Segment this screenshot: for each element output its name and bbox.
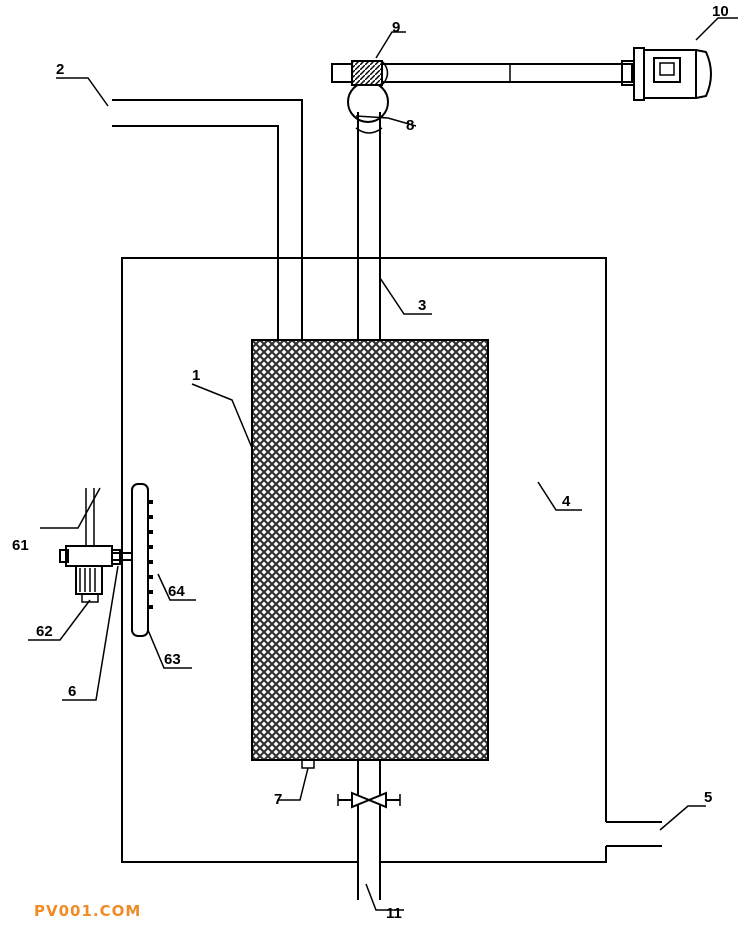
label-outer-vessel: 4 xyxy=(562,493,571,510)
label-spray-plate: 63 xyxy=(164,651,181,668)
central-pipe xyxy=(355,112,383,340)
inlet-pipe xyxy=(112,99,303,340)
spray-nozzle xyxy=(148,560,153,564)
label-bottom-pipe: 11 xyxy=(386,905,402,922)
spray-nozzle xyxy=(148,545,153,549)
label-coupling: 9 xyxy=(392,19,400,36)
spray-nozzle xyxy=(148,605,153,609)
label-cleaning-assembly: 6 xyxy=(68,683,76,700)
motor-icon xyxy=(633,47,712,101)
outer-vessel xyxy=(121,257,607,863)
label-outlet-pipe: 3 xyxy=(418,297,426,314)
label-spray-nozzles: 64 xyxy=(168,583,185,600)
label-rotary-joint: 8 xyxy=(406,117,414,134)
spray-nozzle xyxy=(148,515,153,519)
leader-lines xyxy=(28,17,738,911)
coupling xyxy=(351,60,383,86)
label-drive-motor: 10 xyxy=(712,3,729,20)
label-side-outlet: 5 xyxy=(704,789,712,806)
label-tank-body: 1 xyxy=(192,367,200,384)
side-outlet-pipe xyxy=(606,821,662,847)
spray-nozzle xyxy=(148,575,153,579)
tank-body xyxy=(251,339,489,761)
spray-nozzle xyxy=(148,530,153,534)
label-cleaning-motor-lead: 61 xyxy=(12,537,29,554)
cleaning-assembly xyxy=(59,483,153,637)
label-cleaning-motor: 62 xyxy=(36,623,53,640)
bottom-drain xyxy=(301,759,315,769)
bottom-pipe xyxy=(357,760,381,900)
watermark: PV001.COM xyxy=(34,902,141,920)
spray-nozzle xyxy=(148,590,153,594)
label-bottom-drain: 7 xyxy=(274,791,282,808)
bowtie-valve-icon xyxy=(337,791,401,809)
spray-nozzle xyxy=(148,500,153,504)
label-inlet-pipe: 2 xyxy=(56,61,64,78)
